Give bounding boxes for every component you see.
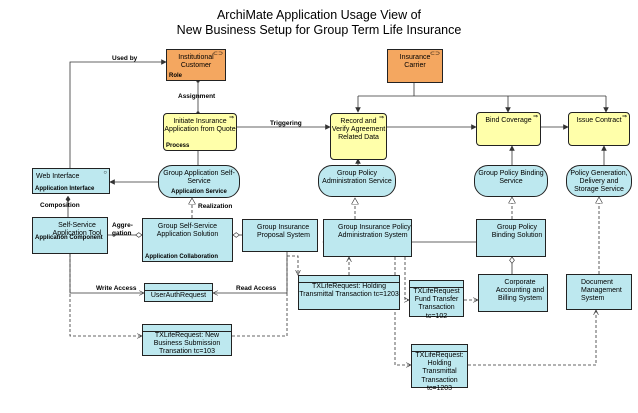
doc-mgmt-label: Document Management System [581, 279, 622, 303]
group-app-self-service[interactable]: Group Application Self-Service Applicati… [158, 165, 240, 198]
user-auth-request-label: UserAuthRequest [150, 292, 207, 299]
tx-fund-transfer-label: TXLifeRequest Fund Transfer Transaction … [413, 288, 460, 320]
object-header-line [412, 351, 467, 352]
insurance-carrier-label: Insurance Carrier [399, 54, 431, 70]
initiate-application-label: Initiate Insurance Application from Quot… [164, 118, 236, 134]
label-aggregation: Aggre- gation [112, 222, 133, 237]
web-interface[interactable]: ○ Web Interface Application Interface [32, 168, 110, 194]
record-verify-process[interactable]: ⇒ Record and Verify Agreement Related Da… [330, 113, 387, 160]
label-used-by: Used by [112, 55, 138, 62]
self-service-tool-label: Self-Service Application Tool [52, 222, 102, 238]
interface-icon: ○ [103, 170, 107, 176]
web-interface-tag: Application Interface [35, 185, 95, 192]
process-icon: ⇒ [378, 115, 384, 121]
process-icon: ⇒ [532, 114, 538, 120]
insurance-carrier-role[interactable]: ⊂⊃ Insurance Carrier [387, 49, 443, 83]
gip-system-label: Group Insurance Proposal System [257, 224, 310, 240]
label-triggering: Triggering [270, 120, 302, 127]
object-header-line [410, 287, 463, 288]
diagram-title-line2: New Business Setup for Group Term Life I… [176, 23, 462, 37]
process-icon: ⇒ [621, 114, 627, 120]
institutional-customer-role[interactable]: ⊂⊃ Institutional Customer Role [166, 49, 226, 81]
corp-accounting-component[interactable]: Corporate Accounting and Billing System [478, 274, 548, 312]
diagram-title-line1: ArchiMate Application Usage View of [216, 8, 422, 22]
group-app-self-service-tag: Application Service [171, 188, 227, 195]
object-header-line [145, 290, 212, 291]
bind-coverage-process[interactable]: ⇒ Bind Coverage [476, 112, 541, 146]
gss-solution-tag: Application Collaboration [145, 253, 218, 260]
user-auth-request-object[interactable]: UserAuthRequest [144, 283, 213, 302]
gpb-service[interactable]: Group Policy Binding Service [474, 165, 548, 197]
tx-fund-transfer-object[interactable]: TXLifeRequest Fund Transfer Transaction … [409, 280, 464, 320]
gipa-system-label: Group Insurance Policy Administration Sy… [338, 224, 411, 240]
doc-mgmt-component[interactable]: Document Management System [566, 274, 632, 310]
gss-solution-collaboration[interactable]: Group Self-Service Application Solution … [142, 218, 233, 262]
issue-contract-process[interactable]: ⇒ Issue Contract [568, 112, 630, 146]
policy-generation-service-label: Policy Generation, Delivery and Storage … [570, 170, 628, 194]
label-write-access: Write Access [96, 285, 137, 292]
label-composition: Composition [40, 202, 80, 209]
label-read-access: Read Access [236, 285, 277, 292]
gss-solution-label: Group Self-Service Application Solution [156, 223, 219, 239]
corp-accounting-label: Corporate Accounting and Billing System [495, 279, 545, 303]
role-icon: ⊂⊃ [212, 51, 223, 57]
bind-coverage-label: Bind Coverage [485, 117, 532, 124]
tx-new-business-label: TXLifeRequest: New Business Submission T… [153, 332, 221, 356]
process-icon: ⇒ [228, 115, 234, 121]
gpb-solution-label: Group Policy Binding Solution [491, 224, 543, 240]
edge-flow-fund [405, 252, 409, 300]
gpb-solution-component[interactable]: Group Policy Binding Solution [476, 219, 546, 257]
policy-generation-service[interactable]: Policy Generation, Delivery and Storage … [566, 165, 632, 197]
tx-holding-1-label: TXLifeRequest: Holding Transmittal Trans… [299, 283, 399, 299]
tx-holding-1-object[interactable]: TXLifeRequest: Holding Transmittal Trans… [298, 275, 400, 310]
web-interface-label: Web Interface [36, 173, 80, 180]
initiate-application-tag: Process [166, 142, 190, 149]
edge-flow-txnb [69, 254, 142, 336]
issue-contract-label: Issue Contract [576, 117, 622, 124]
gpa-service-label: Group Policy Administration Service [322, 170, 392, 186]
record-verify-label: Record and Verify Agreement Related Data [331, 118, 386, 142]
group-app-self-service-label: Group Application Self-Service [163, 170, 235, 186]
gip-system-component[interactable]: Group Insurance Proposal System [242, 219, 318, 252]
gpa-service[interactable]: Group Policy Administration Service [318, 165, 396, 197]
tx-new-business-object[interactable]: TXLifeRequest: New Business Submission T… [142, 324, 232, 356]
edge-flow-doc [468, 310, 596, 366]
institutional-customer-label: Institutional Customer [178, 54, 214, 70]
gpb-service-label: Group Policy Binding Service [478, 170, 544, 186]
label-assignment: Assignment [178, 93, 216, 100]
object-header-line [299, 282, 399, 283]
initiate-application-process[interactable]: ⇒ Initiate Insurance Application from Qu… [163, 113, 237, 151]
self-service-tool-component[interactable]: Self-Service Application Tool Applicatio… [32, 217, 108, 254]
institutional-customer-tag: Role [169, 72, 183, 79]
label-realization: Realization [198, 203, 233, 210]
self-service-tool-tag: Application Component [35, 234, 103, 241]
edge-flow-gip [232, 255, 298, 337]
tx-holding-2-label: TXLifeRequest: Holding Transmittal Trans… [415, 352, 464, 392]
role-icon: ⊂⊃ [429, 51, 440, 57]
tx-holding-2-object[interactable]: TXLifeRequest: Holding Transmittal Trans… [411, 344, 468, 392]
object-header-line [143, 331, 231, 332]
gipa-system-component[interactable]: Group Insurance Policy Administration Sy… [323, 219, 412, 257]
edge-used-by [69, 59, 167, 170]
